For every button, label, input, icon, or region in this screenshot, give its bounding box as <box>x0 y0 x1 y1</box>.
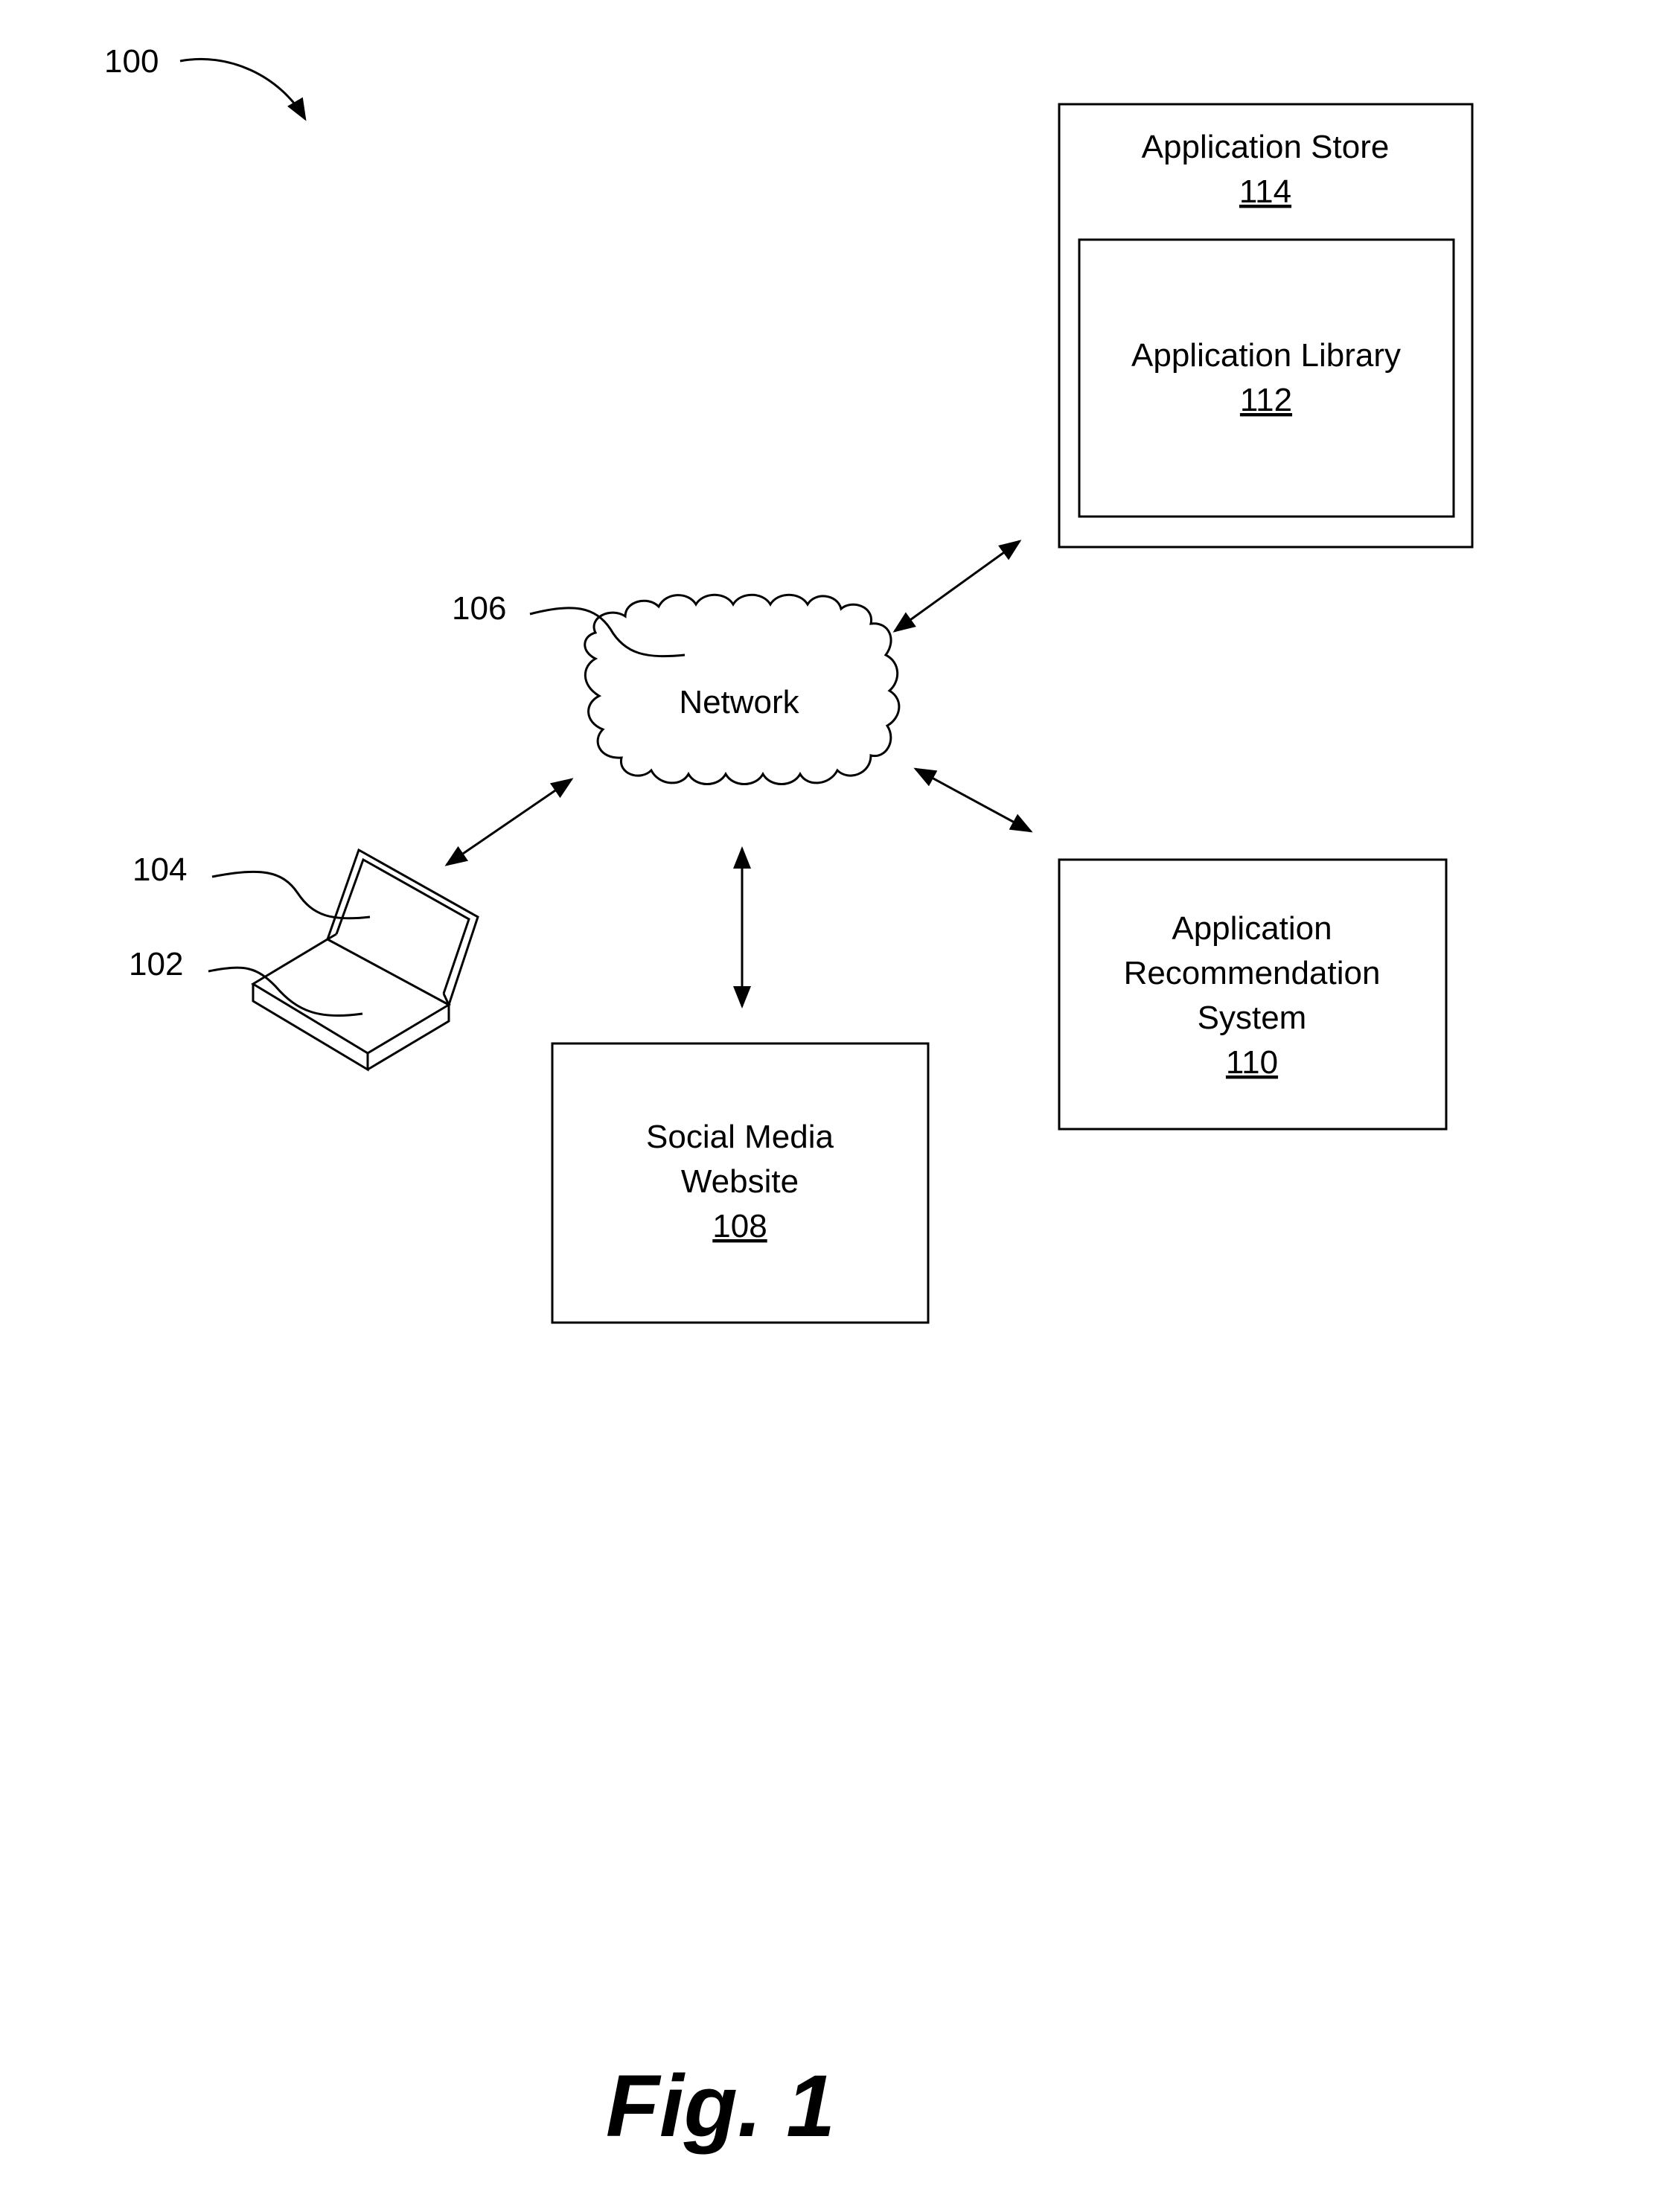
device-leader-line <box>208 968 362 1015</box>
social-media-website-box: Social Media Website 108 <box>552 1043 928 1323</box>
application-store-label: Application Store <box>1142 129 1390 165</box>
laptop-icon <box>253 850 478 1070</box>
recommendation-ref: 110 <box>1226 1044 1278 1081</box>
recommendation-system-box: Application Recommendation System 110 <box>1059 860 1446 1129</box>
recommendation-label-line2: Recommendation <box>1124 955 1381 991</box>
device-ref: 102 <box>129 946 183 982</box>
screen-leader-line <box>212 872 370 918</box>
recommendation-label-line1: Application <box>1172 910 1332 947</box>
network-leader-line <box>530 608 685 656</box>
application-store-ref: 114 <box>1239 173 1291 210</box>
social-media-label-line2: Website <box>681 1163 799 1200</box>
application-library-label: Application Library <box>1131 337 1401 374</box>
arrow-network-recommendation <box>916 769 1031 831</box>
application-library-box: Application Library 112 <box>1079 240 1454 517</box>
figure-reference-number: 100 <box>104 43 159 80</box>
recommendation-label-line3: System <box>1198 1000 1307 1036</box>
network-label: Network <box>679 684 799 720</box>
network-ref: 106 <box>452 590 506 627</box>
figure-caption: Fig. 1 <box>606 2057 835 2155</box>
social-media-ref: 108 <box>712 1208 767 1244</box>
application-store-box: Application Store 114 <box>1059 104 1472 547</box>
application-library-ref: 112 <box>1240 382 1292 418</box>
arrow-network-laptop <box>447 779 572 865</box>
arrow-network-appstore <box>895 541 1020 631</box>
network-cloud: Network <box>585 595 899 784</box>
social-media-label-line1: Social Media <box>646 1119 834 1155</box>
figure-reference-arrow <box>180 59 305 119</box>
screen-ref: 104 <box>132 851 187 888</box>
